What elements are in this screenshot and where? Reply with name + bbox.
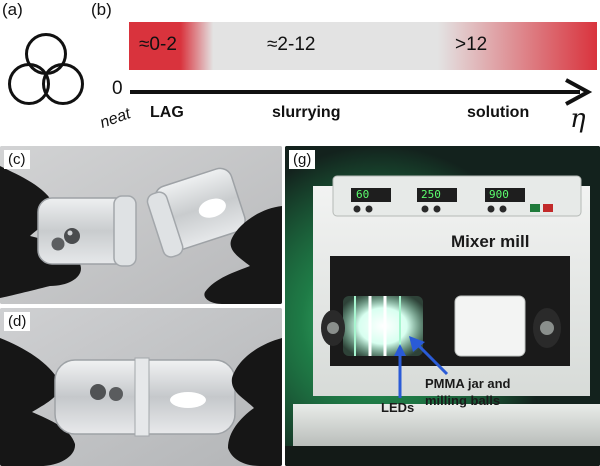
glove-right (204, 206, 282, 304)
axis-eta-symbol: η (570, 104, 586, 134)
regime-slurrying: slurrying (272, 104, 341, 121)
eta-axis (130, 78, 593, 106)
circle-bottom-left (8, 63, 50, 105)
photo-c-scene (0, 146, 282, 304)
ball-1 (64, 228, 80, 244)
display-3: 900 (489, 188, 509, 201)
regime-lag: LAG (150, 104, 184, 121)
range-mid: ≈2-12 (267, 34, 316, 55)
powder-d (170, 392, 206, 408)
mill-base (293, 404, 600, 446)
display-1: 60 (356, 188, 370, 201)
panel-c-label: (c) (4, 150, 30, 169)
label-jar-line2: milling balls (425, 393, 501, 408)
ball-d-2 (109, 387, 123, 401)
photo-g: (g) 60 250 900 Mixer mill LEDs PMMA jar … (285, 146, 600, 466)
panel-b-label: (b) (91, 0, 112, 19)
panel-d-label: (d) (4, 312, 31, 331)
range-low: ≈0-2 (139, 34, 177, 55)
jar-right (146, 167, 246, 258)
ball-d-1 (90, 384, 106, 400)
display-2: 250 (421, 188, 441, 201)
circle-bottom-right (42, 63, 84, 105)
label-jar-line1: PMMA jar and (425, 376, 511, 391)
arrow-jar (413, 340, 449, 376)
eta-axis-arrowhead (565, 78, 593, 106)
photo-d-scene (0, 308, 282, 466)
panel-a-label: (a) (2, 0, 23, 19)
device-name: Mixer mill (451, 232, 530, 251)
range-high: >12 (455, 34, 488, 55)
three-circles-diagram (8, 33, 84, 105)
photo-d: (d) (0, 308, 282, 466)
axis-zero: 0 (112, 78, 123, 99)
ball-2 (51, 237, 65, 251)
jar-assembled (54, 357, 236, 437)
glove-right-d (228, 338, 282, 466)
powder (198, 198, 226, 218)
jar-unlit (454, 295, 526, 357)
panel-g-label: (g) (289, 150, 316, 169)
jar-lit (343, 296, 423, 356)
glove-left (0, 166, 81, 298)
label-leds: LEDs (381, 400, 415, 415)
photo-g-scene (285, 146, 600, 466)
jar-left (37, 195, 137, 267)
photo-c: (c) (0, 146, 282, 304)
regime-solution: solution (467, 104, 530, 121)
eta-scale-bar (129, 22, 597, 70)
glove-left-d (0, 338, 76, 466)
